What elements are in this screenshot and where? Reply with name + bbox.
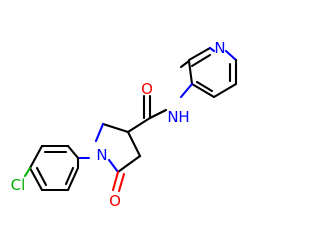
bond <box>126 116 152 134</box>
pyrrolidinone-ring <box>94 122 142 193</box>
amide-hydrogen-label: H <box>178 108 189 126</box>
bond <box>195 80 214 93</box>
lactam-oxygen-label: O <box>109 192 121 210</box>
bond <box>190 53 212 68</box>
bond <box>111 170 120 192</box>
amide-group <box>126 82 194 134</box>
bond <box>35 166 48 187</box>
molecule-structure: N O N H N O Cl <box>11 39 238 210</box>
bond <box>187 46 212 62</box>
bond <box>148 108 168 120</box>
chlorophenyl-ring <box>23 144 91 192</box>
bond <box>208 46 216 53</box>
bond <box>66 166 80 192</box>
bond <box>101 122 130 134</box>
bond <box>107 158 120 174</box>
bond <box>28 144 44 170</box>
pyridine-nitrogen-label: N <box>214 39 225 57</box>
bond <box>23 166 32 178</box>
amide-oxygen-label: O <box>141 80 153 98</box>
bond <box>28 166 44 192</box>
bond <box>187 59 194 86</box>
bond <box>94 122 105 143</box>
pyridine-ring <box>179 46 238 99</box>
chlorine-label: Cl <box>11 176 26 194</box>
bond <box>66 144 80 160</box>
ring-nitrogen-label: N <box>96 146 107 164</box>
bond <box>126 130 142 158</box>
bond <box>117 172 126 193</box>
bond <box>179 59 191 69</box>
bond <box>224 49 238 62</box>
bond <box>179 82 194 99</box>
amide-nitrogen-label: N <box>167 108 178 126</box>
bond <box>212 82 238 99</box>
bond <box>116 154 142 174</box>
bond <box>190 82 216 99</box>
bond <box>64 166 75 186</box>
